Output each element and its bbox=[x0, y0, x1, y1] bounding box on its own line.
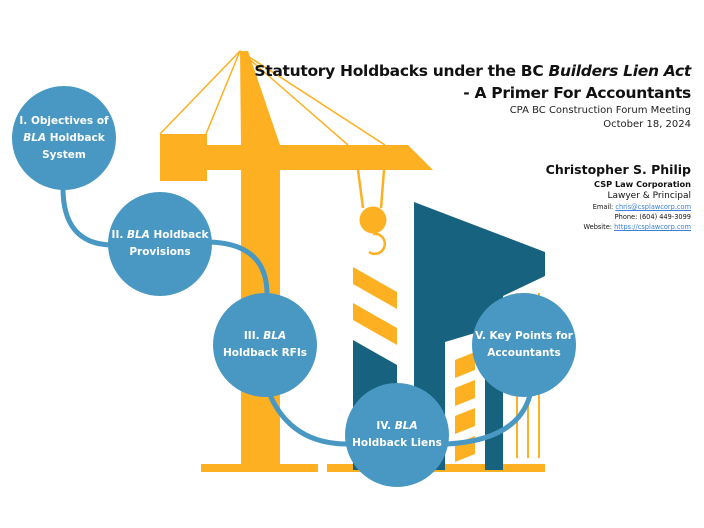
email-link[interactable]: chris@csplawcorp.com bbox=[615, 203, 691, 211]
author-phone: Phone: (604) 449-3099 bbox=[614, 213, 691, 221]
connectors bbox=[60, 187, 533, 447]
presentation-title: Statutory Holdbacks under the BC Builder… bbox=[254, 62, 691, 102]
author-name: Christopher S. Philip bbox=[545, 162, 691, 177]
event-name: CPA BC Construction Forum Meeting bbox=[509, 105, 691, 116]
website-link[interactable]: https://csplawcorp.com bbox=[614, 223, 691, 231]
event-date: October 18, 2024 bbox=[603, 118, 691, 130]
author-role: Lawyer & Principal bbox=[607, 191, 691, 201]
author-corporation: CSP Law Corporation bbox=[594, 179, 691, 189]
author-block: Christopher S. Philip CSP Law Corporatio… bbox=[545, 162, 691, 231]
event-info: CPA BC Construction Forum Meeting Octobe… bbox=[510, 104, 691, 131]
